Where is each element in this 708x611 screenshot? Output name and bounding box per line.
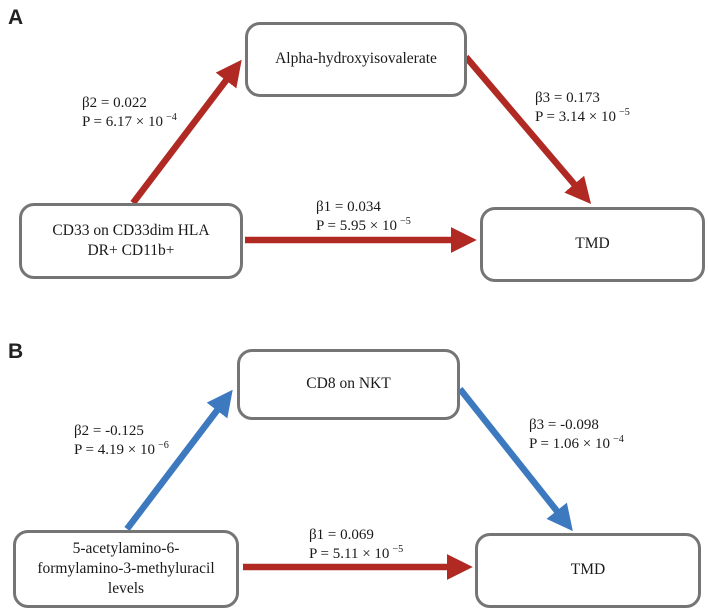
panel-a-label: A	[8, 6, 24, 29]
stat-a-b3-p-exp: −5	[618, 107, 630, 119]
node-a-exposure-line2: DR+ CD11b+	[87, 242, 175, 259]
stat-b-b1-p-base: P = 5.11 × 10	[309, 546, 390, 563]
stat-b-b2-p: P = 4.19 × 10−6	[74, 440, 169, 459]
stat-b-b3-p-exp: −4	[612, 434, 624, 446]
arrow-a-mediator-to-outcome	[463, 54, 592, 204]
stat-b-b3-p: P = 1.06 × 10−4	[529, 434, 624, 453]
stat-a-b1-p: P = 5.95 × 10−5	[316, 216, 411, 235]
stat-b-b1-beta: β1 = 0.069	[309, 527, 374, 543]
stat-b-b2-p-exp: −6	[157, 440, 169, 452]
stat-a-b2: β2 = 0.022 P = 6.17 × 10−4	[82, 94, 177, 132]
stat-a-b1-p-base: P = 5.95 × 10	[316, 218, 397, 235]
node-b-exposure-line2: formylamino-3-methyluracil	[37, 559, 215, 577]
arrow-b-mediator-to-outcome	[457, 386, 573, 532]
panel-b-label: B	[8, 340, 24, 363]
arrow-b-exposure-to-mediator	[124, 389, 233, 531]
stat-b-b3: β3 = -0.098 P = 1.06 × 10−4	[529, 416, 624, 454]
stat-a-b3: β3 = 0.173 P = 3.14 × 10−5	[535, 89, 630, 127]
stat-b-b2-p-base: P = 4.19 × 10	[74, 442, 155, 459]
node-a-exposure-line1: CD33 on CD33dim HLA	[52, 221, 210, 239]
stat-a-b3-beta: β3 = 0.173	[535, 90, 600, 106]
stat-a-b1-p-exp: −5	[399, 216, 411, 228]
stat-b-b1: β1 = 0.069 P = 5.11 × 10−5	[309, 526, 403, 564]
stat-b-b2: β2 = -0.125 P = 4.19 × 10−6	[74, 422, 169, 460]
node-a-mediator: Alpha-hydroxyisovalerate	[245, 22, 467, 97]
node-a-mediator-text: Alpha-hydroxyisovalerate	[275, 50, 437, 68]
arrow-a-exposure-to-mediator	[130, 59, 242, 205]
stat-a-b2-p-base: P = 6.17 × 10	[82, 114, 163, 131]
stat-a-b1-beta: β1 = 0.034	[316, 199, 381, 215]
stat-b-b1-p-exp: −5	[392, 544, 404, 556]
stat-b-b3-p-base: P = 1.06 × 10	[529, 436, 610, 453]
node-a-outcome-text: TMD	[575, 235, 610, 253]
node-b-exposure-line1: 5-acetylamino-6-	[72, 539, 180, 557]
node-b-exposure: 5-acetylamino-6- formylamino-3-methylura…	[13, 530, 239, 608]
node-b-outcome: TMD	[475, 533, 701, 608]
node-a-exposure: CD33 on CD33dim HLA DR+ CD11b+	[19, 203, 243, 279]
stat-a-b3-p: P = 3.14 × 10−5	[535, 107, 630, 126]
node-b-outcome-text: TMD	[570, 561, 606, 579]
node-a-outcome: TMD	[480, 207, 705, 282]
stat-a-b3-p-base: P = 3.14 × 10	[535, 109, 616, 126]
node-b-exposure-line3: levels	[107, 580, 145, 598]
stat-b-b2-beta: β2 = -0.125	[74, 423, 144, 439]
node-b-mediator-text: CD8 on NKT	[306, 375, 391, 393]
stat-a-b2-p-exp: −4	[165, 112, 177, 124]
stat-b-b1-p: P = 5.11 × 10−5	[309, 544, 403, 563]
stat-a-b2-beta: β2 = 0.022	[82, 95, 147, 111]
node-b-mediator: CD8 on NKT	[237, 349, 460, 420]
stat-a-b1: β1 = 0.034 P = 5.95 × 10−5	[316, 198, 411, 236]
stat-b-b3-beta: β3 = -0.098	[529, 417, 599, 433]
stat-a-b2-p: P = 6.17 × 10−4	[82, 112, 177, 131]
